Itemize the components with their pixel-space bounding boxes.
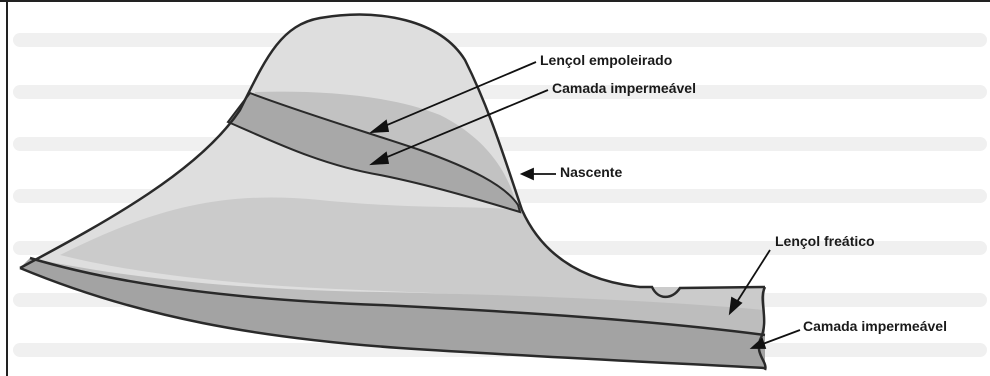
label-water-table: Lençol freático [775, 233, 875, 249]
label-spring: Nascente [560, 164, 622, 180]
label-perched-water-table: Lençol empoleirado [540, 52, 672, 68]
frame-top-border [0, 0, 990, 2]
label-bottom-impermeable-layer: Camada impermeável [803, 318, 947, 334]
frame-left-border [6, 0, 8, 376]
label-upper-impermeable-layer: Camada impermeável [552, 80, 696, 96]
